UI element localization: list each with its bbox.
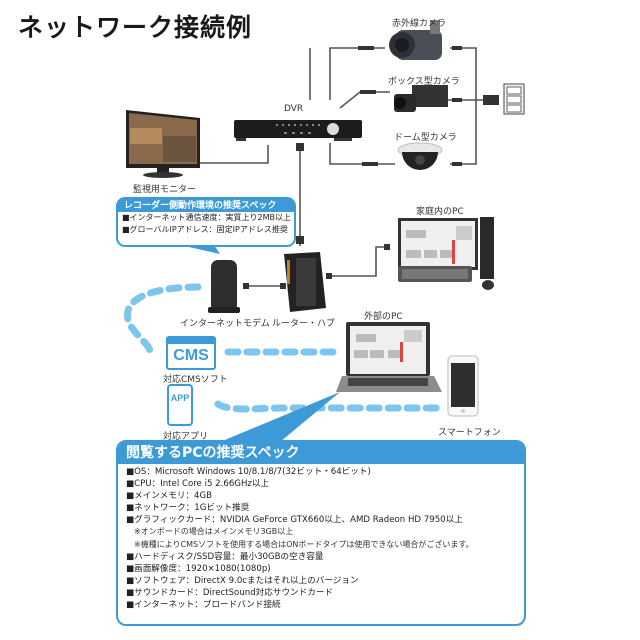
cms-software-icon: CMS bbox=[166, 336, 216, 370]
monitor-icon bbox=[126, 110, 200, 178]
page-title: ネットワーク接続例 bbox=[18, 13, 253, 42]
dvr-label: DVR bbox=[284, 104, 304, 114]
spec-item-cpu: ■CPU：Intel Core i5 2.66GHz以上 bbox=[126, 479, 270, 490]
wireless-link-modem bbox=[124, 283, 202, 356]
modem-label: インターネットモデム bbox=[180, 319, 270, 329]
app-label: 対応アプリ bbox=[163, 432, 209, 442]
spec-item-software: ■ソフトウェア：DirectX 9.0cまたはそれ以上のバージョン bbox=[126, 575, 359, 586]
spec-item-storage: ■ハードディスク/SSD容量：最小30GBの空き容量 bbox=[126, 551, 324, 562]
ir-camera-icon bbox=[389, 20, 442, 60]
wireless-link-app-phone bbox=[214, 400, 444, 413]
home-pc-label: 家庭内のPC bbox=[416, 207, 464, 217]
dome-camera-icon bbox=[397, 142, 443, 170]
pc-spec-list: ■OS：Microsoft Windows 10/8.1/8/7(32ビット・6… bbox=[118, 464, 524, 613]
spec-item-graphics: ■グラフィックカード：NVIDIA GeForce GTX660以上、AMD R… bbox=[126, 515, 463, 526]
spec-item-sound: ■サウンドカード：DirectSound対応サウンドカード bbox=[126, 587, 334, 598]
ir-camera-label: 赤外線カメラ bbox=[392, 19, 447, 29]
cms-label: 対応CMSソフト bbox=[163, 375, 228, 385]
pc-spec-heading: 閲覧するPCの推奨スペック bbox=[118, 442, 524, 464]
pc-spec-box: 閲覧するPCの推奨スペック ■OS：Microsoft Windows 10/8… bbox=[116, 440, 526, 626]
smartphone-label: スマートフォン bbox=[438, 428, 501, 438]
app-icon: APP bbox=[167, 384, 193, 426]
recorder-spec-bubble: レコーダー側動作環境の推奨スペック ■インターネット通信速度：実質上り2MB以上… bbox=[116, 197, 296, 247]
smartphone-icon bbox=[447, 355, 479, 417]
router-label: ルーター・ハブ bbox=[272, 319, 336, 329]
dome-camera-label: ドーム型カメラ bbox=[394, 133, 457, 143]
recorder-spec-item: ■グローバルIPアドレス：固定IPアドレス推奨 bbox=[122, 225, 288, 234]
external-pc-label: 外部のPC bbox=[364, 312, 403, 322]
spec-item-network: ■ネットワーク：1Gビット推奨 bbox=[126, 503, 250, 514]
cms-icon-text: CMS bbox=[173, 347, 209, 364]
recorder-spec-item: ■インターネット通信速度：実質上り2MB以上 bbox=[122, 213, 292, 222]
home-pc-icon bbox=[398, 217, 494, 290]
connectors bbox=[243, 46, 499, 289]
spec-item-os: ■OS：Microsoft Windows 10/8.1/8/7(32ビット・6… bbox=[126, 467, 371, 477]
app-icon-text: APP bbox=[170, 393, 190, 403]
spec-note: ※オンボードの場合はメインメモリ3GB以上 bbox=[134, 527, 294, 537]
modem-icon bbox=[208, 260, 240, 313]
laptop-icon bbox=[336, 322, 442, 392]
dvr-icon bbox=[234, 120, 362, 141]
spec-item-resolution: ■画面解像度：1920×1080(1080p) bbox=[126, 563, 271, 574]
router-icon bbox=[284, 252, 326, 312]
box-camera-label: ボックス型カメラ bbox=[388, 77, 460, 87]
spec-pointer bbox=[220, 392, 340, 442]
spec-item-internet: ■インターネット：ブロードバンド接続 bbox=[126, 600, 281, 611]
bubble-pointer bbox=[180, 245, 220, 254]
wireless-links bbox=[124, 283, 444, 413]
recorder-spec-heading: レコーダー側動作環境の推奨スペック bbox=[118, 199, 294, 212]
box-camera-icon bbox=[394, 85, 448, 112]
power-outlet-icon bbox=[503, 83, 525, 115]
monitor-label: 監視用モニター bbox=[133, 185, 197, 195]
spec-note: ※機種によりCMSソフトを使用する場合はONボードタイプは使用できない場合がござ… bbox=[134, 539, 474, 549]
spec-item-memory: ■メインメモリ：4GB bbox=[126, 491, 213, 502]
